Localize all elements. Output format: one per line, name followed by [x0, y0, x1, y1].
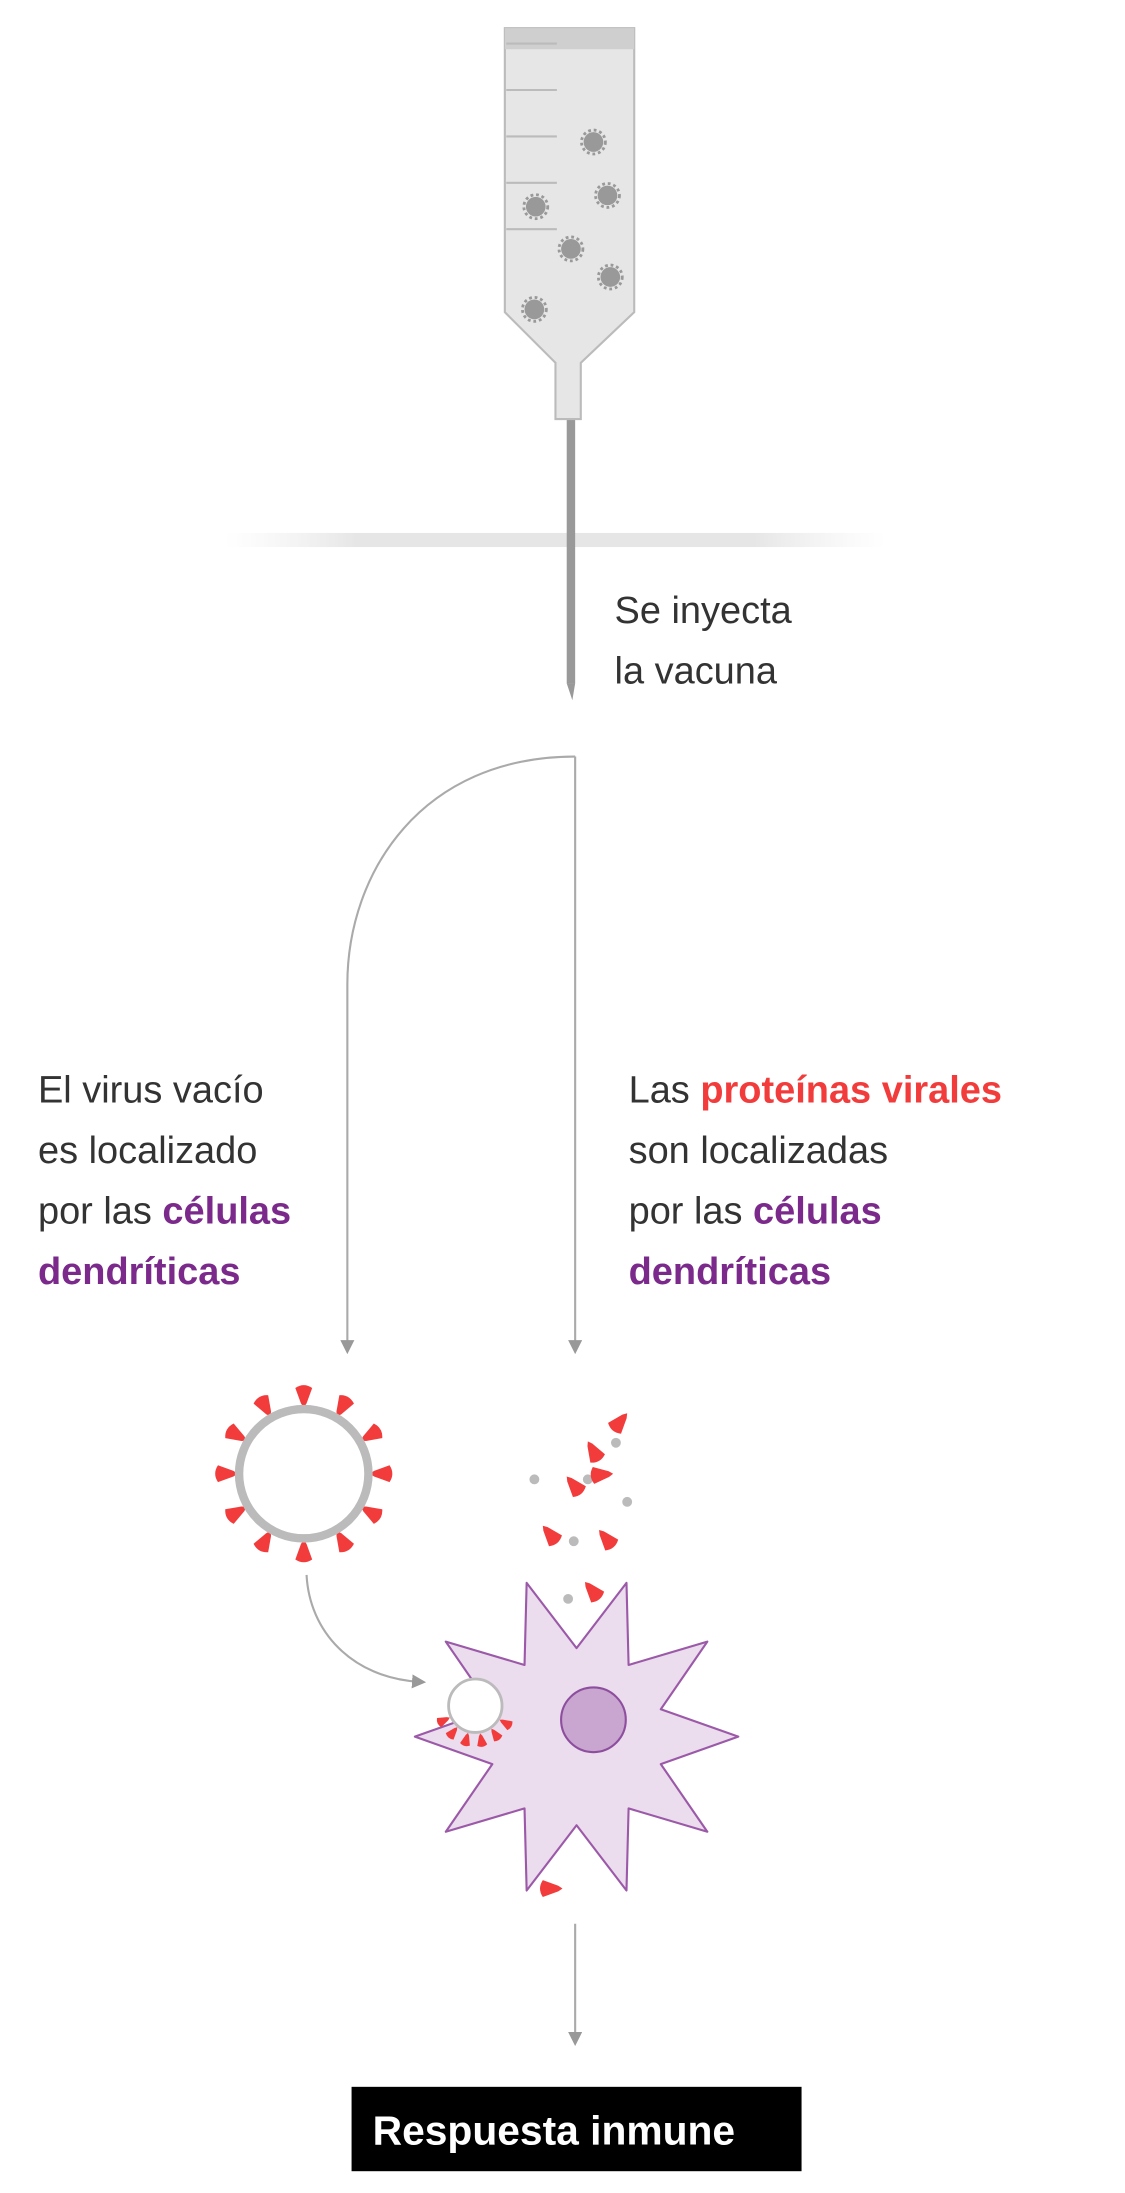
step-inject-line1: Se inyecta — [615, 590, 793, 632]
arrow-left-branch — [340, 755, 576, 1355]
immune-response-badge: Respuesta inmune — [351, 2086, 802, 2172]
dendritic-cells-term: células — [162, 1190, 291, 1232]
right-text-line1: Las proteínas virales — [629, 1069, 1002, 1111]
viral-proteins-icon — [529, 1407, 634, 1605]
immune-response-label: Respuesta inmune — [373, 2107, 735, 2153]
left-text-line2: es localizado — [38, 1130, 257, 1172]
left-text-line3: por las células — [38, 1190, 291, 1232]
left-text-line1: El virus vacío — [38, 1069, 264, 1111]
spike-protein — [295, 1385, 313, 1408]
syringe-icon — [503, 27, 636, 701]
spike-protein — [215, 1465, 238, 1483]
dendritic-cell-icon — [413, 1581, 740, 1892]
skin-layer — [225, 532, 886, 548]
viral-proteins-term: proteínas virales — [700, 1069, 1002, 1111]
spike-protein — [295, 1539, 313, 1563]
dendritic-cells-term: células — [753, 1190, 882, 1232]
nucleus — [560, 1686, 627, 1754]
step-inject-line2: la vacuna — [615, 650, 778, 692]
arrow-virus-to-cell — [305, 1574, 427, 1689]
right-text-line2: son localizadas — [629, 1130, 889, 1172]
right-text-line4: dendríticas — [629, 1251, 831, 1293]
left-text-line4: dendríticas — [38, 1251, 240, 1293]
right-text-line3: por las células — [629, 1190, 882, 1232]
presented-protein-icon — [540, 1880, 563, 1897]
empty-virus-icon — [215, 1385, 393, 1563]
spike-protein — [369, 1465, 393, 1483]
